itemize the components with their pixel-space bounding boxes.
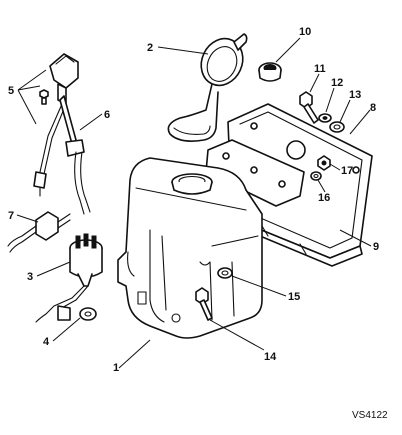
washer-13 bbox=[329, 121, 345, 133]
callout-3: 3 bbox=[27, 271, 33, 283]
washer-reservoir bbox=[117, 157, 263, 339]
callout-12: 12 bbox=[331, 77, 343, 89]
mounting-plate bbox=[205, 139, 306, 207]
callout-7: 7 bbox=[8, 210, 14, 222]
callout-2: 2 bbox=[147, 42, 153, 54]
callout-6: 6 bbox=[104, 109, 110, 121]
grommet bbox=[258, 62, 282, 82]
callout-17: 17 bbox=[341, 165, 353, 177]
nut-17 bbox=[317, 155, 331, 171]
callout-8: 8 bbox=[370, 102, 376, 114]
callout-4: 4 bbox=[43, 336, 50, 348]
washer-16 bbox=[310, 171, 322, 181]
washer-pump bbox=[35, 233, 103, 323]
callout-9: 9 bbox=[373, 241, 379, 253]
small-screw bbox=[39, 89, 49, 105]
callout-10: 10 bbox=[299, 26, 311, 38]
callout-14: 14 bbox=[264, 351, 277, 363]
callout-16: 16 bbox=[318, 192, 330, 204]
callout-5: 5 bbox=[8, 85, 14, 97]
hose bbox=[59, 95, 91, 215]
reference-code: VS4122 bbox=[352, 410, 388, 421]
washer-12 bbox=[318, 113, 332, 123]
filler-cap bbox=[167, 33, 248, 142]
callout-15: 15 bbox=[288, 291, 300, 303]
leader-lines bbox=[16, 37, 372, 369]
washer-15 bbox=[217, 267, 233, 279]
callout-11: 11 bbox=[314, 63, 326, 75]
bolt-11 bbox=[299, 91, 319, 124]
callout-13: 13 bbox=[349, 89, 361, 101]
non-return-valve bbox=[7, 211, 71, 253]
clip bbox=[57, 305, 97, 321]
callout-1: 1 bbox=[113, 362, 119, 374]
callout-labels: 1 2 3 4 5 6 7 8 9 10 11 12 13 14 15 16 1… bbox=[8, 26, 379, 374]
bolt-14 bbox=[195, 287, 213, 321]
